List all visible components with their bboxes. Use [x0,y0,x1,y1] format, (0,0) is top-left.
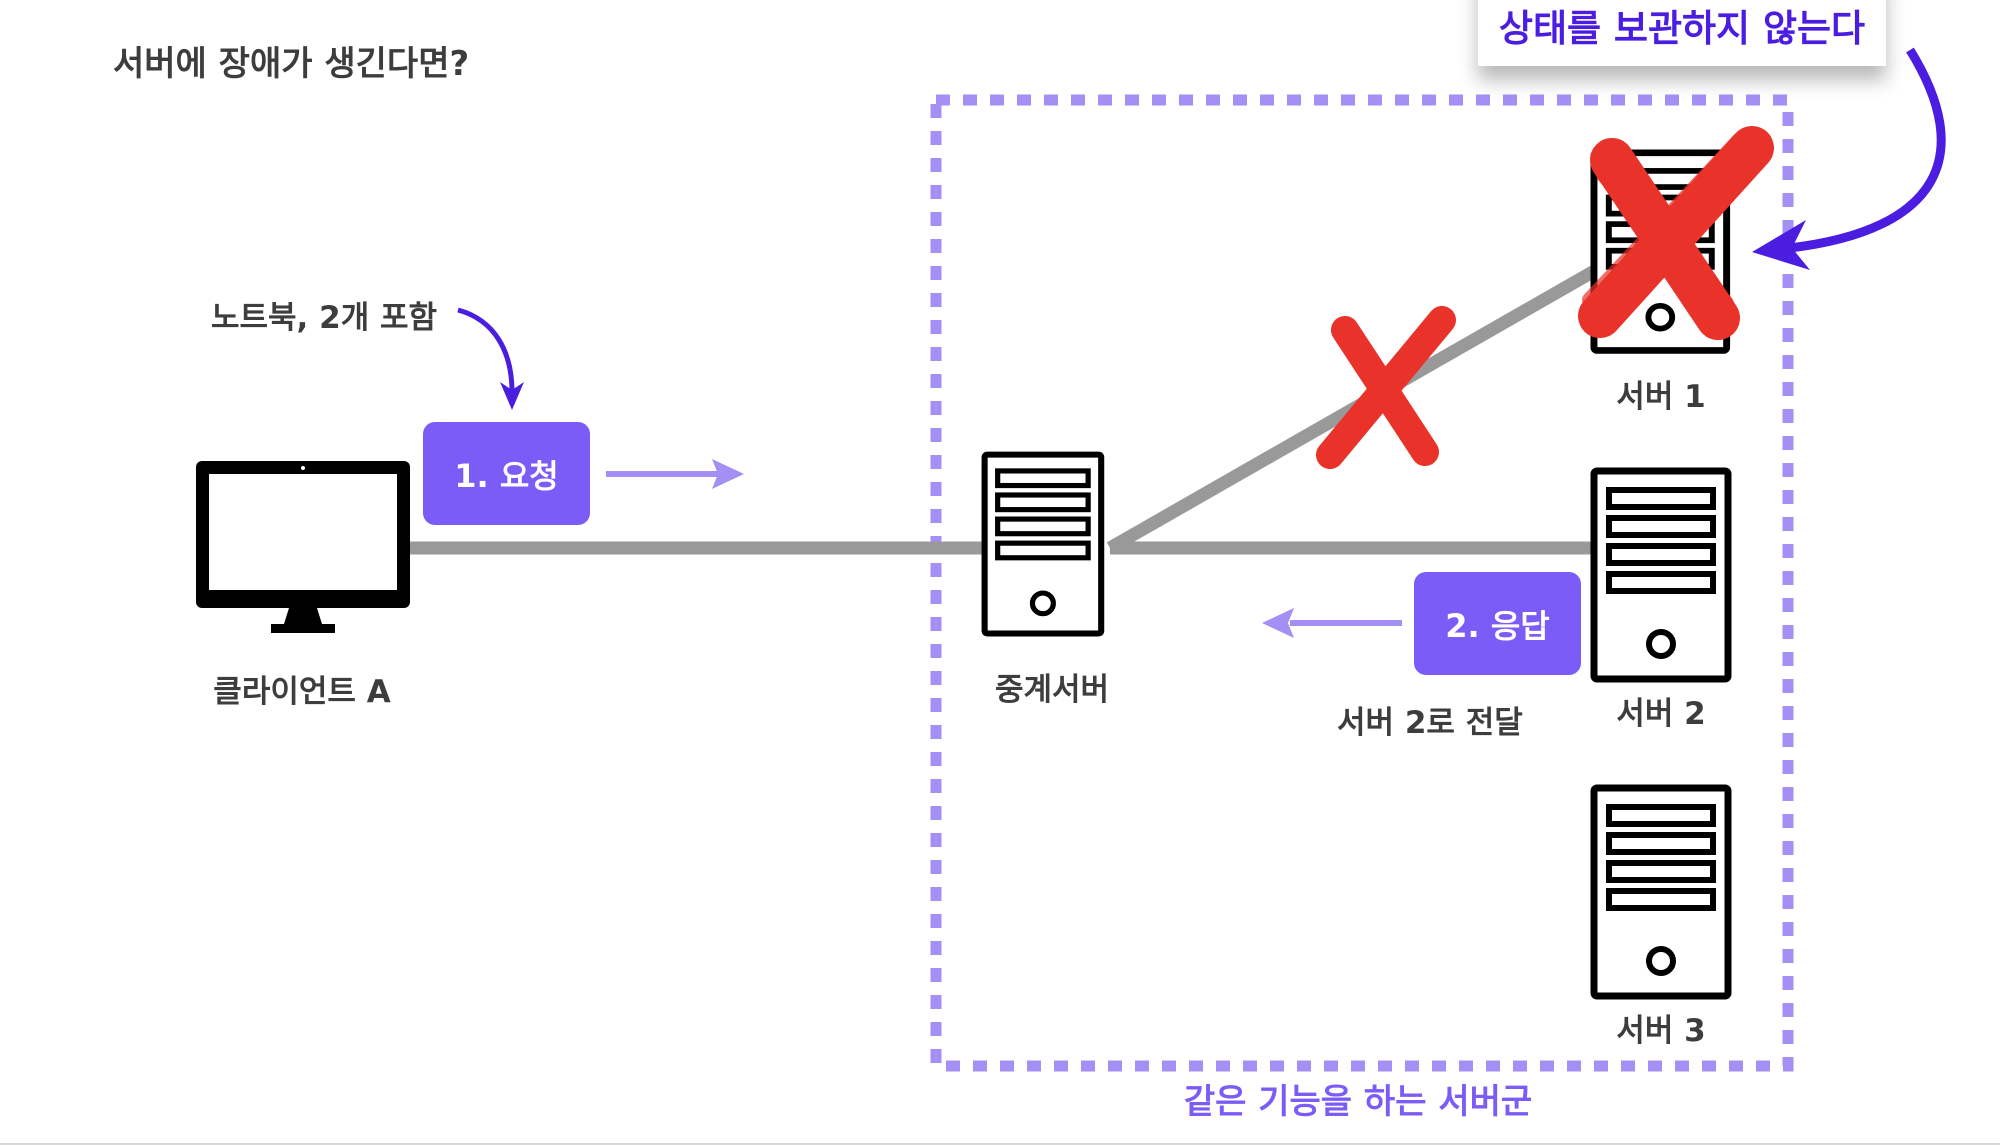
server-1-label: 서버 1 [1616,379,1706,415]
note-arrow-icon [457,307,524,410]
relay-server-label: 중계서버 [994,672,1110,708]
monitor-icon [196,461,410,633]
relay-server-icon [985,455,1102,634]
bottom-divider [0,1143,2000,1145]
server-group-border [930,94,1794,1072]
callout-arrow-icon [1752,47,1946,270]
note-label: 노트북, 2개 포함 [211,300,438,336]
client-label: 클라이언트 A [213,674,391,710]
server-group-label: 같은 기능을 하는 서버군 [1183,1082,1533,1122]
connection-fail-mark-icon [1316,306,1456,469]
request-arrow-icon [606,459,744,489]
forward-label: 서버 2로 전달 [1337,705,1523,741]
page-title: 서버에 장애가 생긴다면? [113,44,470,84]
server-2-label: 서버 2 [1616,696,1706,732]
request-badge: 1. 요청 [423,422,590,525]
server-2-icon [1594,471,1728,679]
response-badge: 2. 응답 [1414,572,1581,675]
response-arrow-icon [1262,608,1402,638]
stateless-callout: 상태를 보관하지 않는다 [1478,0,1886,66]
server-3-icon [1594,788,1728,996]
server-1-fail-mark-icon [1578,126,1774,340]
server-3-label: 서버 3 [1616,1013,1706,1049]
